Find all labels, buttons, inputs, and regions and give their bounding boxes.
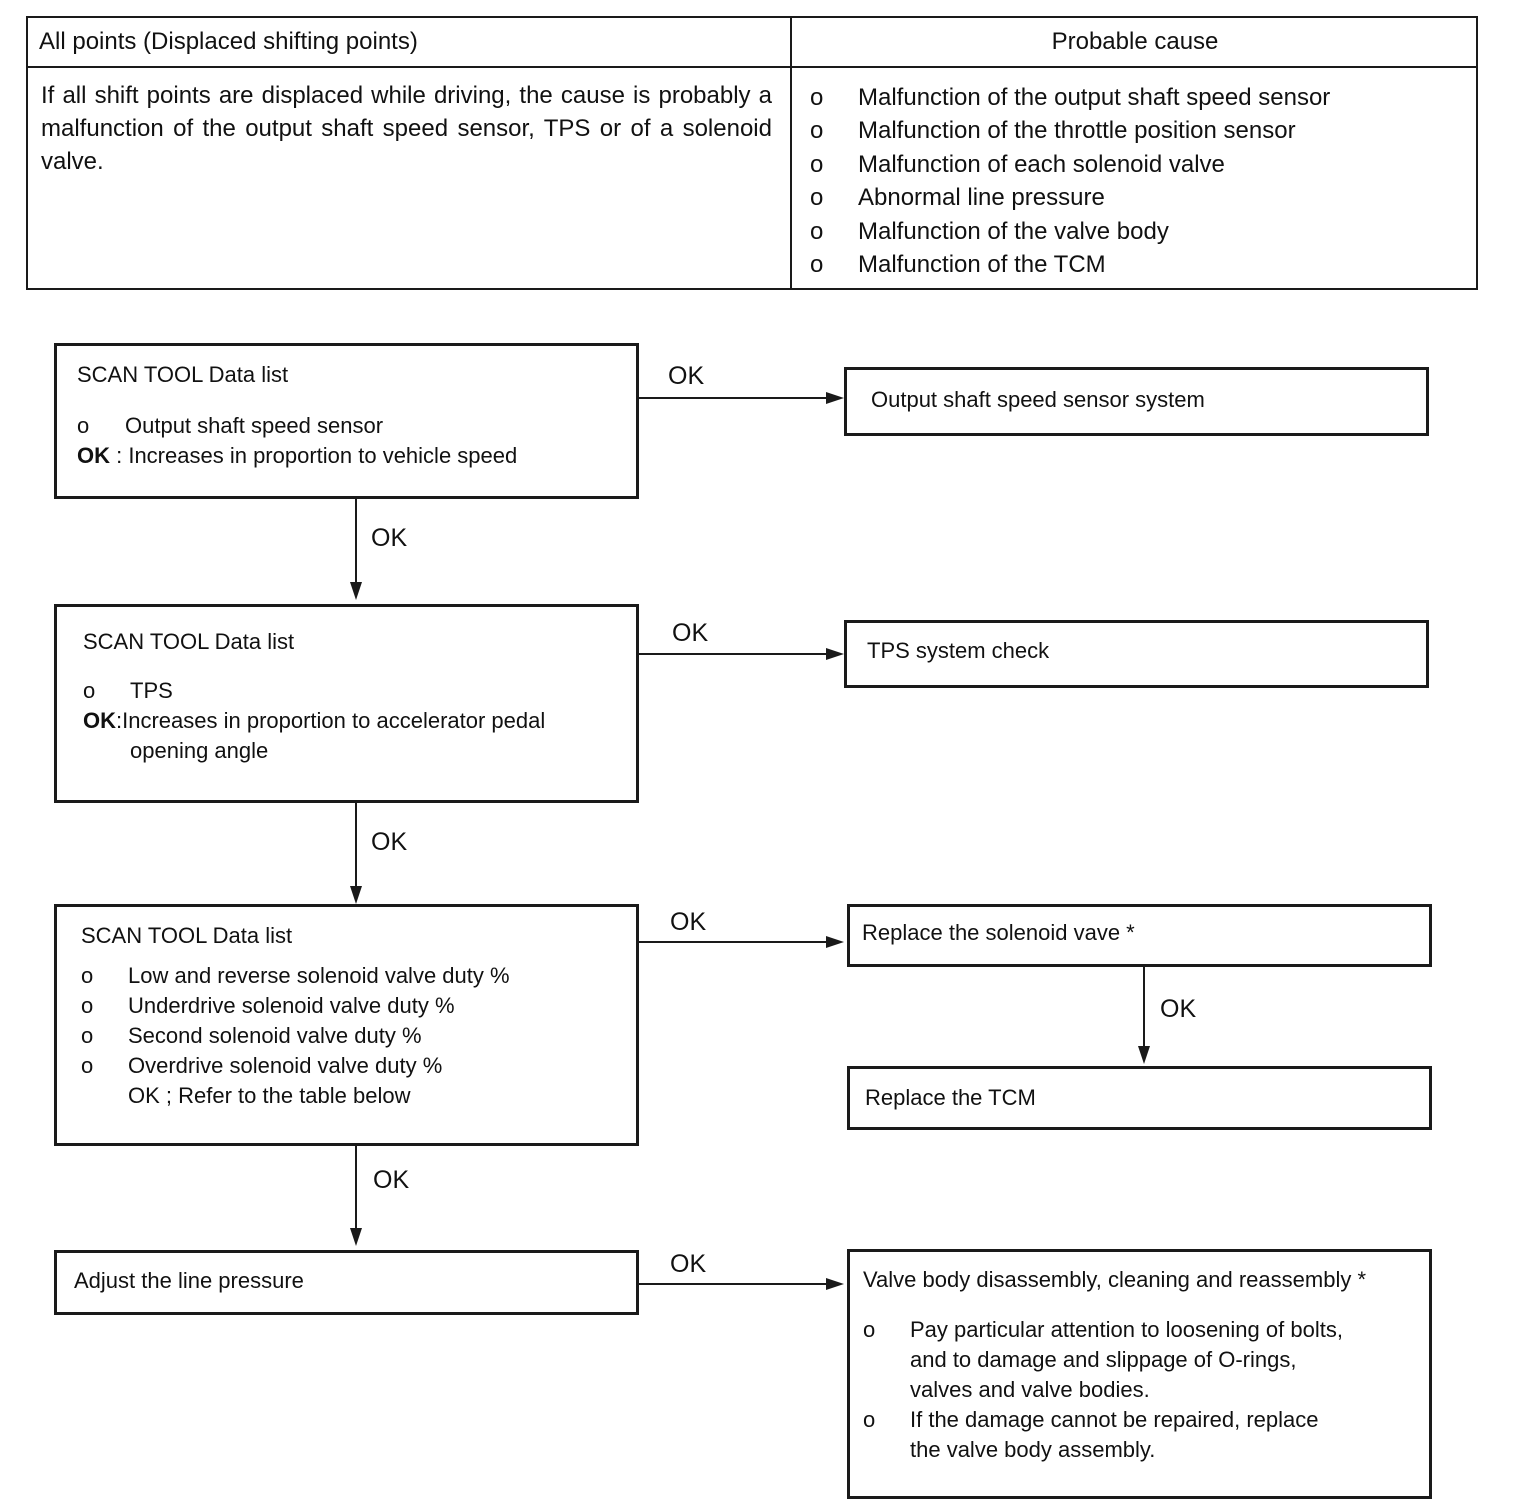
arrowhead bbox=[826, 648, 844, 660]
step1-result-box: Output shaft speed sensor system bbox=[844, 367, 1429, 436]
step4-result-box: Valve body disassembly, cleaning and rea… bbox=[847, 1249, 1432, 1499]
note-line: the valve body assembly. bbox=[910, 1437, 1156, 1462]
arrowhead bbox=[350, 582, 362, 600]
step2-result-box: TPS system check bbox=[844, 620, 1429, 688]
step3-result-text: Replace the solenoid vave * bbox=[862, 920, 1135, 945]
arrowhead bbox=[350, 1228, 362, 1246]
ok-label: OK bbox=[670, 1250, 707, 1278]
table-header-divider bbox=[28, 66, 1476, 68]
table-header-symptom: All points (Displaced shifting points) bbox=[39, 28, 418, 55]
ok-label: OK bbox=[371, 828, 408, 856]
ok-label: OK bbox=[371, 524, 408, 552]
table-column-divider bbox=[790, 18, 792, 288]
note-bullet: o bbox=[863, 1317, 876, 1342]
step4-title: Adjust the line pressure bbox=[74, 1268, 304, 1293]
note-bullet: o bbox=[863, 1407, 876, 1432]
ok-label: OK bbox=[672, 619, 709, 647]
step2-ok-criteria: OK:Increases in proportion to accelerato… bbox=[83, 708, 546, 733]
arrowhead bbox=[826, 1278, 844, 1290]
arrowhead bbox=[826, 936, 844, 948]
arrowhead bbox=[826, 392, 844, 404]
step1-title: SCAN TOOL Data list bbox=[77, 362, 289, 387]
step1-result-text: Output shaft speed sensor system bbox=[871, 387, 1205, 412]
replace-tcm-text: Replace the TCM bbox=[865, 1085, 1036, 1110]
table-header-probable-cause: Probable cause bbox=[1051, 28, 1219, 55]
note-line: valves and valve bodies. bbox=[910, 1377, 1150, 1402]
step1-ok-criteria: OK : Increases in proportion to vehicle … bbox=[77, 443, 518, 468]
ok-label: OK bbox=[670, 908, 707, 936]
step2-title: SCAN TOOL Data list bbox=[83, 629, 295, 654]
note-line: and to damage and slippage of O-rings, bbox=[910, 1347, 1297, 1372]
step2-result-text: TPS system check bbox=[867, 638, 1050, 663]
step2-ok-criteria-cont: opening angle bbox=[130, 738, 269, 763]
note-line: Pay particular attention to loosening of… bbox=[910, 1317, 1343, 1342]
step3-ok-criteria: OK ; Refer to the table below bbox=[128, 1083, 411, 1108]
step4-result-title: Valve body disassembly, cleaning and rea… bbox=[863, 1267, 1367, 1292]
arrowhead bbox=[350, 886, 362, 904]
step3-title: SCAN TOOL Data list bbox=[81, 923, 293, 948]
ok-label: OK bbox=[1160, 995, 1197, 1023]
step3-result-box: Replace the solenoid vave * bbox=[847, 904, 1432, 967]
ok-label: OK bbox=[373, 1166, 410, 1194]
arrowhead bbox=[1138, 1046, 1150, 1064]
symptom-description: If all shift points are displaced while … bbox=[41, 82, 772, 175]
ok-label: OK bbox=[668, 362, 705, 390]
probable-cause-table: All points (Displaced shifting points) P… bbox=[26, 16, 1478, 290]
replace-tcm-box: Replace the TCM bbox=[847, 1066, 1432, 1130]
step4-box: Adjust the line pressure bbox=[54, 1250, 639, 1315]
note-line: If the damage cannot be repaired, replac… bbox=[910, 1407, 1319, 1432]
